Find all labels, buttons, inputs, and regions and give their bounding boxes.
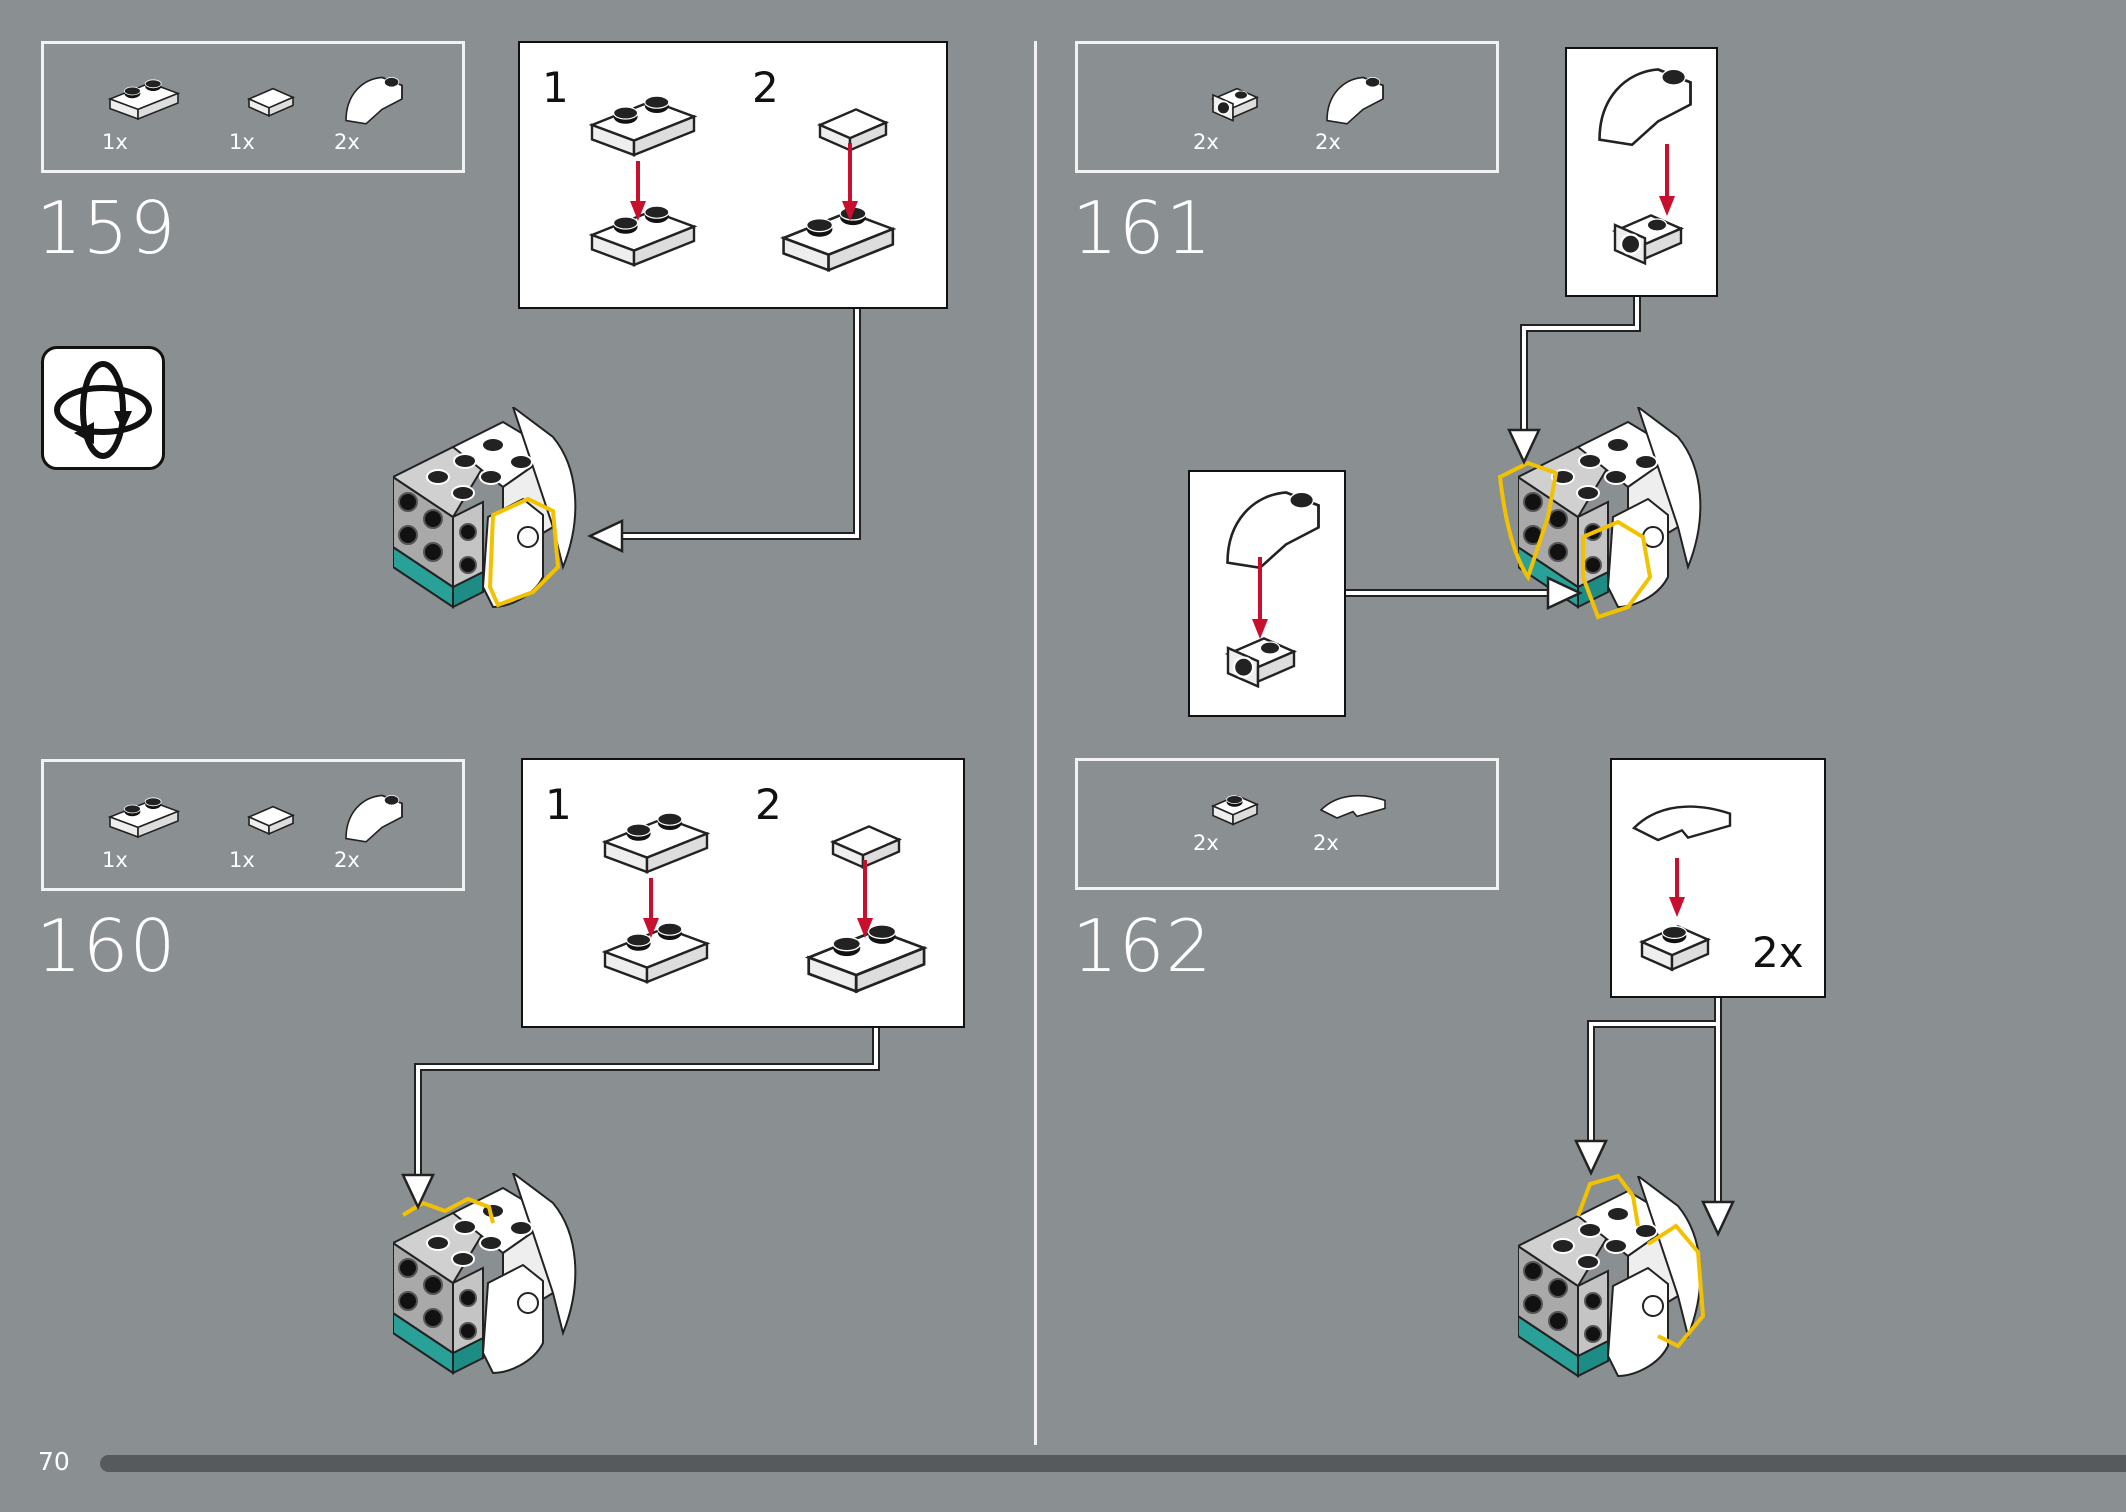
- part-160-3: 2x: [334, 782, 424, 882]
- part-162-2: 2x: [1313, 771, 1403, 871]
- part-qty: 2x: [1193, 831, 1219, 855]
- parts-list-161: 2x 2x: [1075, 41, 1499, 173]
- curved-slope-icon: [334, 782, 414, 852]
- substep-illustration: [603, 812, 926, 993]
- part-160-2: 1x: [229, 782, 319, 882]
- part-qty: 2x: [334, 130, 360, 154]
- part-qty: 1x: [102, 130, 128, 154]
- page-divider: [1034, 41, 1037, 1445]
- substep-illustration: [1598, 68, 1692, 265]
- part-qty: 1x: [229, 130, 255, 154]
- part-qty: 2x: [334, 848, 360, 872]
- part-qty: 2x: [1315, 130, 1341, 154]
- part-qty: 1x: [102, 848, 128, 872]
- substep-box-161a: [1565, 47, 1718, 297]
- step-number-159: 159: [36, 186, 177, 270]
- substep-illustration: [1226, 491, 1320, 688]
- part-161-2: 2x: [1315, 64, 1405, 164]
- part-159-3: 2x: [334, 64, 424, 164]
- parts-list-160: 1x 1x 2x: [41, 759, 465, 891]
- substep-box-160: 1 2: [521, 758, 965, 1028]
- step-number-162: 162: [1072, 904, 1213, 988]
- substep-label: 2: [755, 780, 782, 829]
- part-qty: 2x: [1313, 831, 1339, 855]
- part-159-2: 1x: [229, 64, 319, 164]
- part-qty: 2x: [1193, 130, 1219, 154]
- substep-box-161b: [1188, 470, 1346, 717]
- substep-box-162: 2x: [1610, 758, 1826, 998]
- substep-box-159: 1 2: [518, 41, 948, 309]
- tile-1x1-icon: [229, 64, 309, 134]
- curved-slope-icon: [334, 64, 414, 134]
- part-161-1: 2x: [1193, 64, 1283, 164]
- step-number-161: 161: [1072, 186, 1213, 270]
- bracket-plate-icon: [1193, 64, 1273, 134]
- parts-list-162: 2x 2x: [1075, 758, 1499, 890]
- substep-illustration: [590, 94, 895, 272]
- page-number: 70: [38, 1447, 70, 1476]
- progress-bar: [100, 1455, 2126, 1472]
- part-qty: 1x: [229, 848, 255, 872]
- substep-illustration: [1632, 805, 1732, 971]
- plate-1x2-icon: [102, 64, 182, 134]
- substep-multiplier: 2x: [1752, 928, 1804, 977]
- part-162-1: 2x: [1193, 771, 1283, 871]
- substep-label: 1: [545, 780, 572, 829]
- part-159-1: 1x: [102, 64, 192, 164]
- parts-list-159: 1x 1x 2x: [41, 41, 465, 173]
- rotate-model-icon: [41, 346, 165, 470]
- curved-slope-icon: [1315, 64, 1395, 134]
- substep-label: 1: [542, 63, 569, 112]
- part-160-1: 1x: [102, 782, 192, 882]
- model-160: [393, 1173, 593, 1393]
- model-161: [1498, 407, 1702, 620]
- model-162: [1518, 1173, 1706, 1377]
- tile-1x1-icon: [229, 782, 309, 852]
- step-number-160: 160: [36, 904, 177, 988]
- substep-label: 2: [752, 63, 779, 112]
- arrowhead: [587, 519, 624, 553]
- model-159: [393, 407, 593, 627]
- plate-1x2-icon: [102, 782, 182, 852]
